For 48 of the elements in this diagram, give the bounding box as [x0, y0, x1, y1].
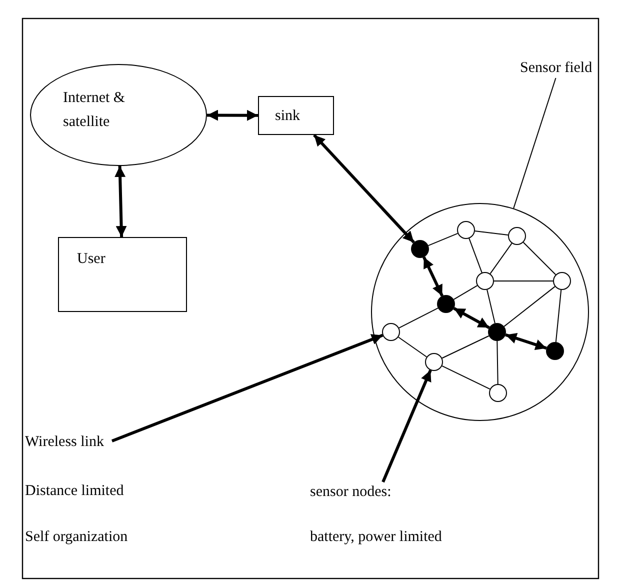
arrow [114, 166, 127, 238]
arrow [422, 256, 444, 296]
text-label: Self organization [25, 528, 128, 546]
text-label: battery, power limited [310, 528, 442, 546]
sensor-node [456, 220, 475, 239]
arrow [505, 333, 547, 350]
sensor-node [552, 272, 571, 290]
sensor-node [546, 342, 564, 360]
arrow [207, 110, 258, 121]
link-line [428, 232, 458, 246]
link-line [496, 340, 498, 384]
link-line [442, 365, 490, 390]
leader-line [513, 78, 556, 209]
link-line [453, 285, 478, 300]
link-line [398, 336, 428, 358]
link-line [504, 286, 556, 327]
node-label: User [77, 250, 106, 268]
link-line [468, 238, 482, 274]
link-line [522, 242, 556, 276]
link-line [494, 280, 554, 282]
link-line [486, 289, 496, 324]
text-label: sensor nodes: [310, 482, 402, 502]
arrow [453, 307, 490, 329]
arrow [313, 134, 415, 244]
link-line [398, 308, 438, 328]
text-label: Distance limited [25, 482, 124, 500]
sensor-node [424, 352, 443, 371]
text-label: Wireless link [25, 432, 113, 452]
sensor-node [410, 240, 429, 258]
process-box [58, 237, 187, 312]
link-line [555, 289, 562, 343]
link-line [442, 335, 490, 359]
sensor-node [476, 272, 494, 290]
node-label: sink [275, 107, 300, 125]
sensor-node [436, 294, 455, 313]
link-line [490, 242, 512, 274]
sensor-node [382, 322, 400, 341]
text-label: Sensor field [520, 58, 598, 78]
sensor-node [508, 226, 526, 245]
sensor-node [488, 322, 506, 341]
sensor-node [488, 384, 507, 402]
process-box [258, 96, 334, 135]
arrow [111, 334, 384, 442]
arrow [382, 370, 432, 483]
link-line [474, 230, 509, 236]
sensor-field-circle [371, 203, 589, 421]
network-ellipse [30, 64, 207, 166]
node-label: Internet & satellite [63, 89, 126, 132]
